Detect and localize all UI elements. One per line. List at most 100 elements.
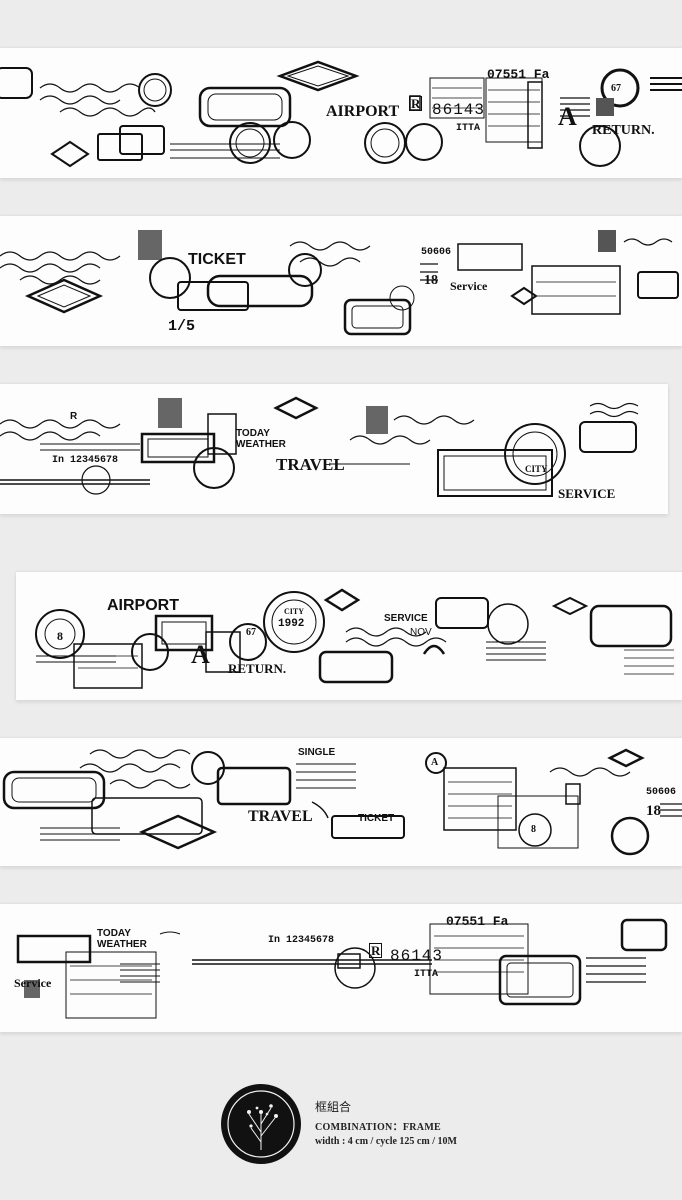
numbers-label: In 12345678 xyxy=(52,455,119,466)
postmark-icon xyxy=(504,423,566,485)
r-label: R xyxy=(409,96,423,111)
script-line-icon xyxy=(0,419,121,429)
footer-spec: width : 4 cm / cycle 125 cm / 10M xyxy=(315,1136,457,1147)
strip-1-artwork xyxy=(0,60,682,168)
washi-strip-3: R In 12345678 TODAY WEATHER TRAVEL CITY … xyxy=(0,384,668,514)
diamond-icon xyxy=(138,814,218,850)
frame-icon xyxy=(318,650,394,684)
frame-icon xyxy=(443,767,517,831)
return-label: RETURN. xyxy=(592,123,655,138)
postmark-icon xyxy=(487,603,529,645)
footer-combination: COMBINATION：FRAME xyxy=(315,1122,442,1133)
stamp-icon xyxy=(596,98,614,116)
washi-strip-1: AIRPORT R 86143 ITTA 07551 Fa A 67 RETUR… xyxy=(0,48,682,178)
frame-icon xyxy=(206,274,314,308)
fraction-label: 1/5 xyxy=(168,318,196,335)
frame-icon xyxy=(154,614,214,652)
eighteen-label: 18 xyxy=(646,803,661,819)
strip-2-artwork xyxy=(0,230,679,336)
a-label: A xyxy=(558,102,577,131)
code-label: 50606 xyxy=(421,247,452,258)
ticket-label: TICKET xyxy=(188,251,246,268)
postmark-icon xyxy=(81,465,111,495)
washi-strip-4: 8 AIRPORT A 67 RETURN. CITY 1992 SERVICE… xyxy=(16,572,682,700)
stamp-icon xyxy=(138,230,162,260)
number-label: 86143 xyxy=(390,947,444,965)
circle-icon xyxy=(425,752,447,774)
weather-label: WEATHER xyxy=(97,939,147,950)
today-label: TODAY xyxy=(236,428,270,439)
frame-icon xyxy=(435,597,489,629)
stamp-icon xyxy=(158,398,182,428)
postmark-icon xyxy=(600,68,640,108)
r-label: R xyxy=(70,411,78,422)
diamond-icon xyxy=(510,286,538,306)
postmark-icon xyxy=(334,947,376,989)
eight-label: 8 xyxy=(57,629,63,643)
ttpa-label: ITTA xyxy=(414,969,439,980)
stamp-icon xyxy=(24,980,40,998)
frame-icon xyxy=(579,421,637,453)
postmark-icon xyxy=(518,813,552,847)
frame-icon xyxy=(589,604,673,648)
postmark-icon xyxy=(364,122,406,164)
service-label: SERVICE xyxy=(558,486,616,501)
frame-icon xyxy=(437,449,553,497)
city-label: CITY xyxy=(525,464,548,474)
code-label: 07551 Fa xyxy=(446,914,509,929)
washi-strip-5: SINGLE TRAVEL TICKET A 8 50606 18 xyxy=(0,738,682,866)
eight-label: 8 xyxy=(531,824,536,835)
return-label: RETURN. xyxy=(228,661,287,676)
diamond-icon xyxy=(551,596,589,616)
r-label: R xyxy=(369,943,383,958)
postmark-icon xyxy=(263,591,325,653)
frame-icon xyxy=(140,432,216,464)
strip-3-artwork xyxy=(0,396,639,497)
diamond-icon xyxy=(273,396,319,420)
travel-label: TRAVEL xyxy=(248,808,313,825)
frame-icon xyxy=(457,243,523,271)
postmark-icon xyxy=(229,122,271,164)
strip-6-artwork xyxy=(16,918,668,1019)
floral-logo-icon xyxy=(221,1084,301,1164)
diamond-icon xyxy=(607,748,645,768)
script-line-icon xyxy=(89,749,191,759)
airport-label: AIRPORT xyxy=(326,103,400,120)
today-label: TODAY xyxy=(97,928,131,939)
diamond-icon xyxy=(323,588,361,612)
nov-label: NOV xyxy=(410,627,432,638)
eighteen-label: 18 xyxy=(424,273,438,288)
sixty-seven-label: 67 xyxy=(246,627,256,638)
washi-strip-6: TODAY WEATHER Service In 12345678 R 8614… xyxy=(0,904,682,1032)
script-line-icon xyxy=(0,251,121,261)
frame-icon xyxy=(16,934,92,964)
year-label: 1992 xyxy=(278,618,305,630)
service-label: SERVICE xyxy=(384,613,428,624)
city-label: CITY xyxy=(284,607,305,616)
numbers-label: In 12345678 xyxy=(268,935,335,946)
service-label: Service xyxy=(450,279,488,293)
diamond-icon xyxy=(276,60,360,92)
code-label: 07551 Fa xyxy=(487,67,550,82)
frame-icon xyxy=(620,918,668,952)
diamond-icon xyxy=(24,278,104,314)
frame-icon xyxy=(331,815,405,839)
script-line-icon xyxy=(39,83,141,93)
frame-icon xyxy=(343,298,412,336)
frame-icon xyxy=(216,766,292,806)
ttpa-label: ITTA xyxy=(456,123,481,134)
diamond-icon xyxy=(50,140,90,168)
airport-label: AIRPORT xyxy=(107,597,179,614)
footer-title: 框組合 xyxy=(315,1100,352,1114)
frame-icon xyxy=(498,954,582,1006)
frame-icon xyxy=(2,770,106,810)
strip-5-artwork xyxy=(2,748,682,856)
a-label: A xyxy=(431,757,439,768)
ticket-label: TICKET xyxy=(358,813,395,824)
frame-icon xyxy=(0,67,33,99)
frame-icon xyxy=(531,265,621,315)
stamp-icon xyxy=(366,406,388,434)
weather-label: WEATHER xyxy=(236,439,286,450)
frame-icon xyxy=(198,86,292,128)
stamp-icon xyxy=(598,230,616,252)
